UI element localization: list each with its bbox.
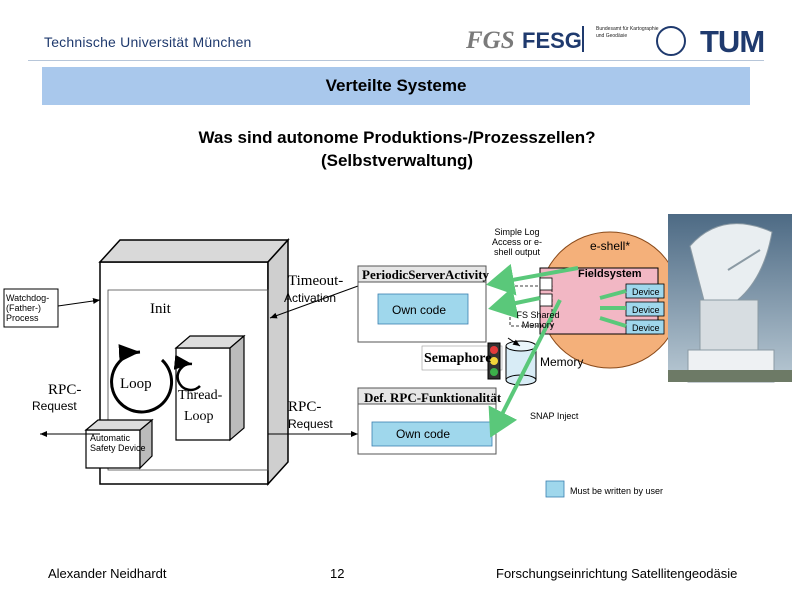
safety-device-label: Automatic Safety Device [90,433,146,453]
thread-box [174,334,246,442]
header-divider [28,60,764,61]
own-code-label-1: Own code [392,303,447,317]
own-code-label-2: Own code [396,427,451,441]
circle-logo-icon [656,26,686,56]
fieldsystem-label: Fieldsystem [578,268,642,280]
watchdog-label: Watchdog-(Father-) Process [6,293,50,323]
rpc-left-label-2: Request [32,399,77,413]
telescope-photo [668,214,792,383]
slide-subtitle: Was sind autonome Produktions-/Prozessze… [100,126,694,172]
snap-inject-label: SNAP Inject [530,411,579,421]
legend-label: Must be written by user [570,486,664,496]
memory-link-arrow [507,337,521,347]
subtitle-line-1: Was sind autonome Produktions-/Prozessze… [198,128,596,147]
device-label-1: Device [632,287,660,297]
memory-label: Memory [540,355,584,369]
periodic-server-label: PeriodicServerActivity [362,267,490,282]
bkg-logo: Bundesamt für Kartographie und Geodäsie [582,26,662,52]
footer-organization: Forschungseinrichtung Satellitengeodäsie [496,566,738,581]
footer-page-number: 12 [330,566,345,581]
watchdog-arrow [57,298,101,307]
green-arrows [486,263,627,438]
device-box-3 [625,319,665,335]
loop-label: Loop [120,376,152,392]
timeout-arrow [269,285,359,319]
slide-title-text: Verteilte Systeme [325,76,467,95]
rpc-mid-label-1: RPC- [288,399,322,415]
timeout-label-1: Timeout- [288,273,344,289]
fesg-logo: FESG [522,28,582,53]
def-rpc-label: Def. RPC-Funktionalität [364,390,502,405]
init-label: Init [150,301,171,317]
rpc-mid-label-2: Request [288,417,333,431]
loop-arrow-icon [110,344,173,414]
watchdog-box [3,288,59,328]
slide-title: Verteilte Systeme [42,67,750,105]
thread-loop-arrow-icon [173,354,201,392]
semaphore-label: Semaphore [424,351,492,366]
safety-device-box [84,418,154,470]
device-label-3: Device [632,323,660,333]
def-rpc-box [357,387,497,455]
thread-loop-label-2: Loop [184,409,214,424]
periodic-server-box [357,265,487,343]
rpc-left-label-1: RPC- [48,382,82,398]
thread-loop-label-1: Thread- [178,388,223,403]
device-label-2: Device [632,305,660,315]
tum-logo: TUM [700,24,765,59]
simple-log-label: Simple Log Access or e-shell output [491,227,542,257]
subtitle-line-2: (Selbstverwaltung) [320,151,474,170]
timeout-label-2: Activation [284,291,337,305]
eshell-label: e-shell* [590,239,631,253]
footer-author: Alexander Neidhardt [48,566,167,581]
fs-shared-memory-label: FS Shared Memory [516,310,560,330]
legend-swatch [545,480,565,498]
institution-name: Technische Universität München [44,34,252,50]
fgs-logo: FGS [466,27,515,54]
